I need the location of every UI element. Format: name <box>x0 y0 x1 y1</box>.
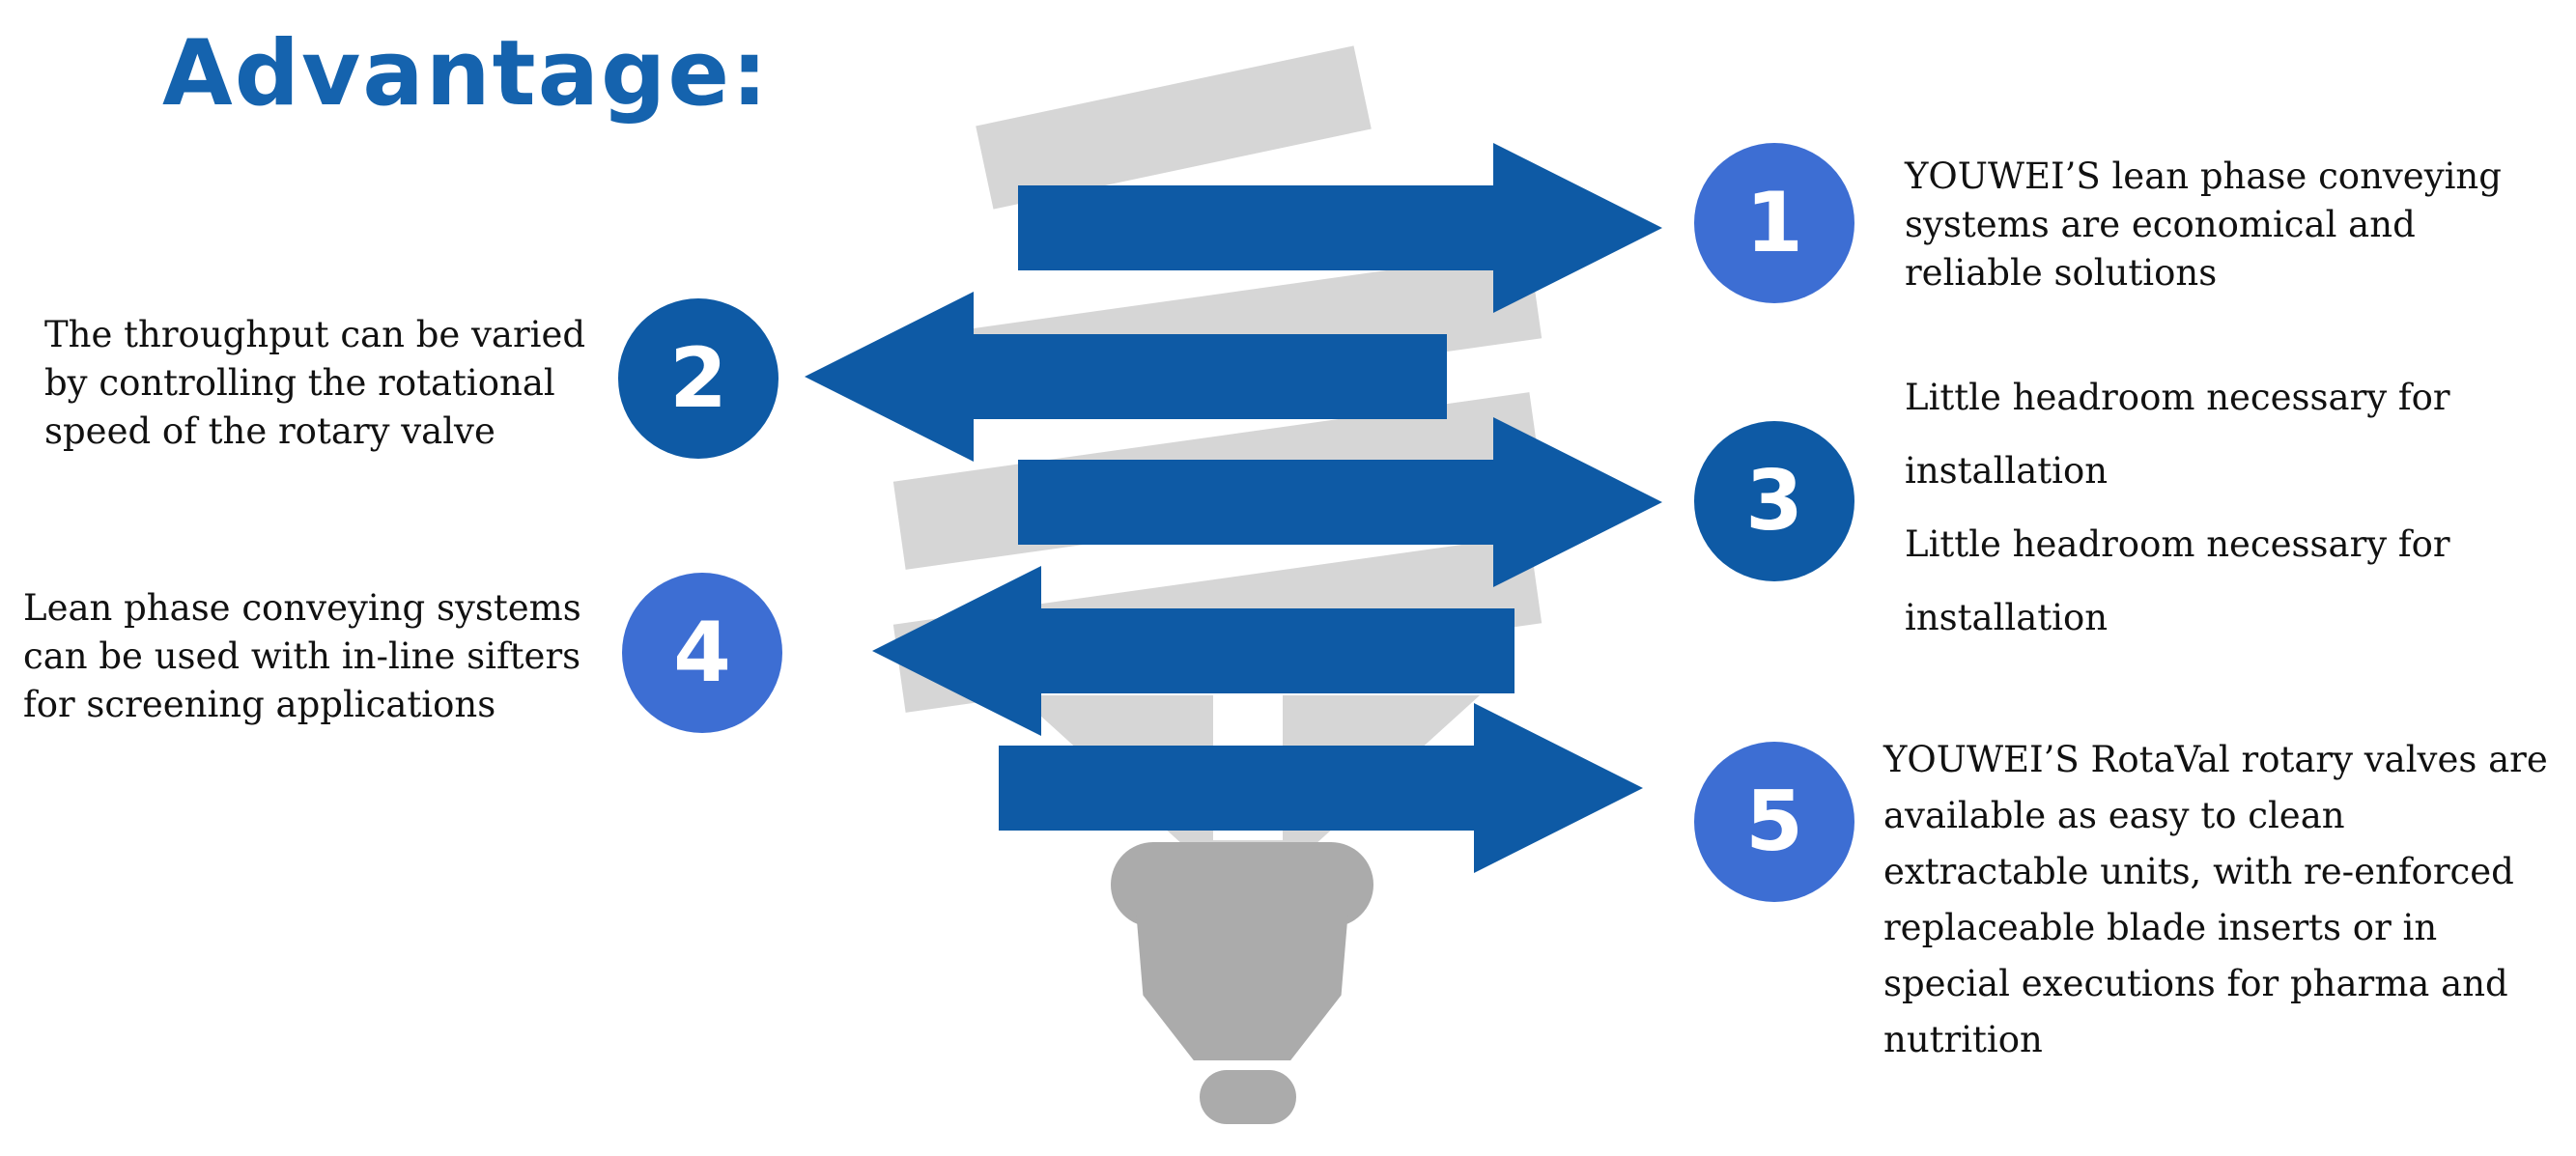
bulb-base-body-icon <box>1136 916 1348 1060</box>
item-text-5: YOUWEI’S RotaVal rotary valves are avail… <box>1883 739 2548 1060</box>
arrow-head <box>1474 703 1643 873</box>
arrow-body <box>1018 460 1495 545</box>
step-badge-4: 4 <box>622 573 782 733</box>
arrow-body <box>970 334 1447 419</box>
arrow-right-1-icon <box>1018 143 1662 313</box>
step-number-4: 4 <box>673 605 731 701</box>
step-number-5: 5 <box>1745 774 1803 870</box>
item-text-3-line-1: Little headroom necessary for installati… <box>1905 377 2450 492</box>
step-number-1: 1 <box>1745 175 1803 271</box>
arrow-body <box>1018 185 1495 270</box>
item-text-3-line-2: Little headroom necessary for installati… <box>1905 523 2450 638</box>
item-text-3: Little headroom necessary for installati… <box>1905 361 2533 655</box>
arrow-head <box>805 292 974 462</box>
step-badge-3: 3 <box>1694 421 1854 581</box>
arrow-left-4-icon <box>872 566 1516 736</box>
bulb-base-cap-icon <box>1111 842 1373 927</box>
item-text-4: Lean phase conveying systems can be used… <box>23 587 581 725</box>
arrow-right-3-icon <box>1018 417 1662 587</box>
arrow-head <box>1493 417 1662 587</box>
arrow-body <box>999 746 1476 831</box>
bulb-base-nub-icon <box>1200 1070 1296 1124</box>
step-number-3: 3 <box>1745 453 1803 550</box>
arrow-left-2-icon <box>805 292 1449 462</box>
item-text-1: YOUWEI’S lean phase conveying systems ar… <box>1905 155 2502 294</box>
step-badge-1: 1 <box>1694 143 1854 303</box>
step-badge-2: 2 <box>618 298 778 459</box>
arrow-body <box>1037 608 1514 693</box>
arrow-right-5-icon <box>999 703 1643 873</box>
step-number-2: 2 <box>669 330 727 427</box>
arrow-head <box>1493 143 1662 313</box>
page-title: Advantage: <box>162 21 770 127</box>
item-text-2: The throughput can be varied by controll… <box>44 314 586 452</box>
step-badge-5: 5 <box>1694 742 1854 902</box>
